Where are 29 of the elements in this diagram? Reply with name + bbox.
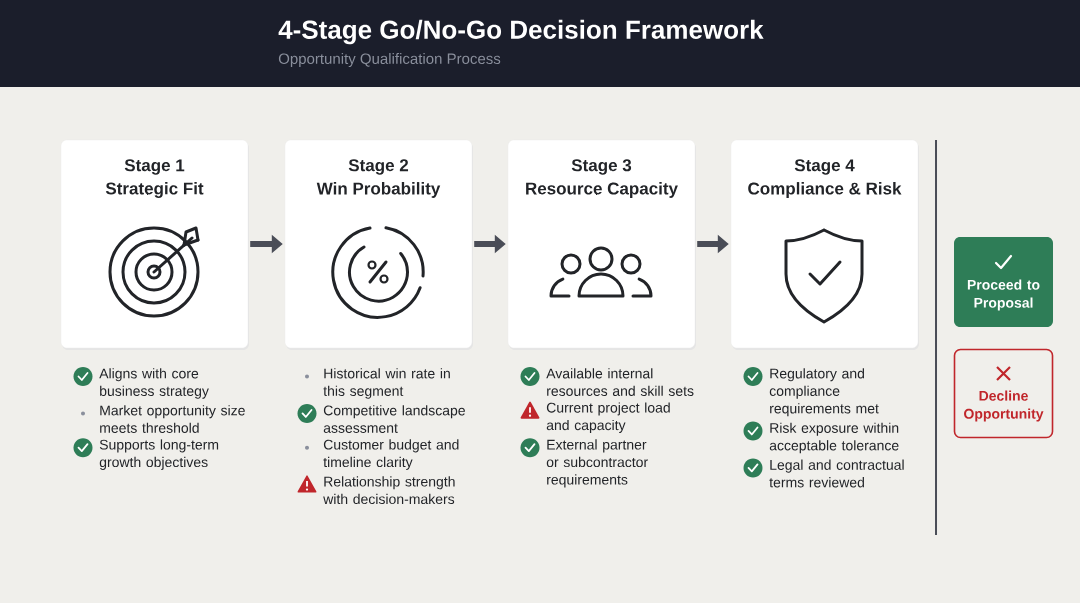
outcome-box: Proceed to Proposal [954, 237, 1053, 327]
bullet-text: Available internal resources and skill sets [546, 368, 694, 396]
card-title: Stage 1 [124, 159, 185, 175]
bullet-text: Aligns with core business strategy [99, 368, 209, 399]
bullet-text: Relationship strength with decision-makers [323, 476, 455, 505]
card-title: Stage 3 [571, 159, 632, 175]
card-title: Resource Capacity [526, 182, 678, 198]
stage-card [60, 139, 249, 350]
card-title: Stage 2 [348, 159, 409, 175]
bullet-text: External partner or subcontractor requirements [546, 439, 648, 488]
card-title: Strategic Fit [105, 182, 204, 198]
bullet-text: Risk exposure within acceptable tolerance [769, 422, 899, 454]
bullet-text: Competitive landscape assessment [323, 405, 465, 433]
bullet-text: Supports long-term growth objectives [99, 439, 219, 470]
bullet-text: Regulatory and compliance requirements met [769, 368, 879, 417]
card-title: Win Probability [316, 182, 441, 198]
bullet-text: Historical win rate in this segment [323, 368, 450, 399]
bullet-text: Market opportunity size meets threshold [100, 405, 245, 433]
stage-card [730, 139, 919, 350]
card-title: Stage 4 [794, 159, 855, 175]
title: 4-Stage Go/No-Go Decision Framework [278, 19, 764, 45]
subtitle: Opportunity Qualification Process [278, 53, 501, 67]
outcome-box: Decline Opportunity [953, 348, 1054, 439]
bullet-text: Current project load and capacity [546, 402, 670, 433]
stage-card [284, 139, 473, 350]
bullet-text: Legal and contractual terms reviewed [769, 459, 904, 488]
stage-card [507, 139, 696, 350]
bullet-text: Customer budget and timeline clarity [323, 439, 459, 470]
card-title: Compliance & Risk [748, 182, 902, 198]
